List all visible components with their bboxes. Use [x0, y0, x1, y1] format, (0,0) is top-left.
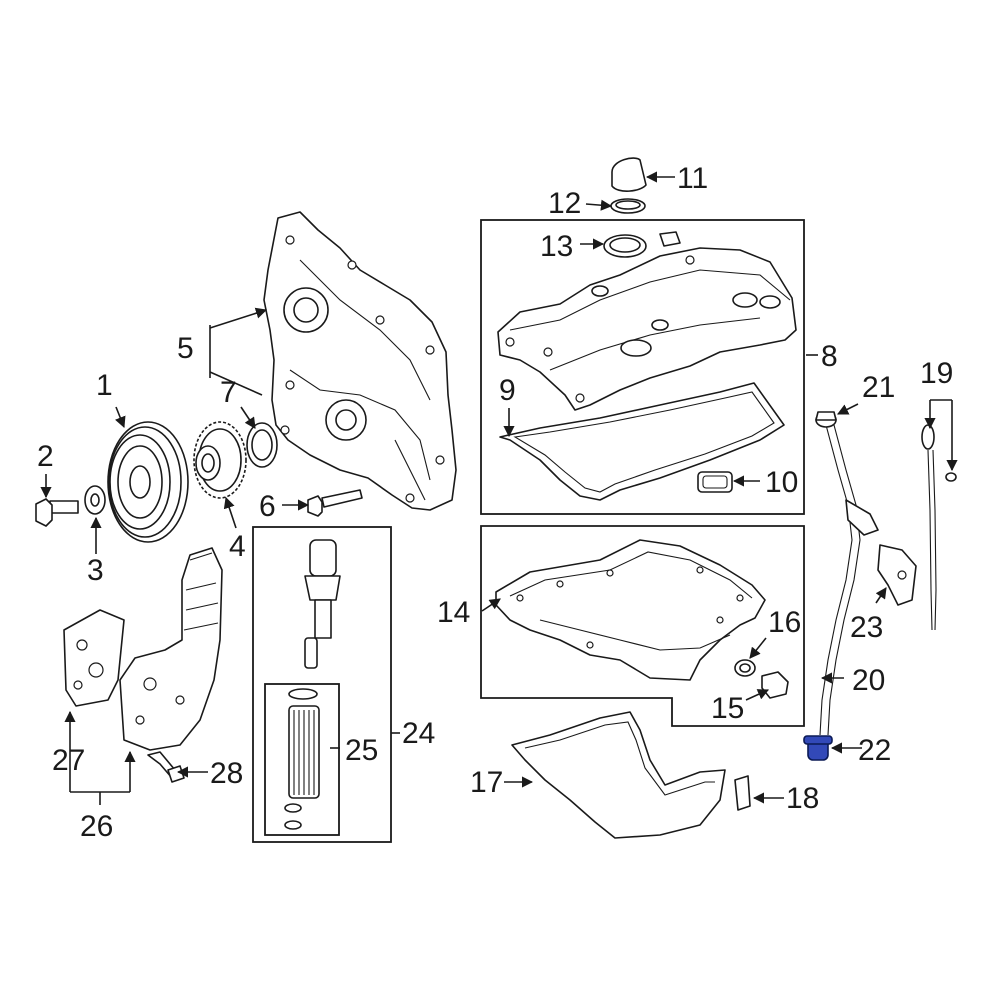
cover-bolt[interactable] [307, 489, 363, 517]
callout-18: 18 [786, 782, 819, 815]
callout-22: 22 [858, 734, 891, 767]
valve-cover-gasket[interactable] [499, 382, 785, 501]
valve-cover[interactable] [497, 247, 797, 411]
callout-8: 8 [821, 340, 838, 373]
dipstick[interactable] [921, 424, 957, 631]
oil-pan-bracket[interactable] [734, 775, 751, 811]
callout-6: 6 [259, 490, 276, 523]
callout-7: 7 [220, 376, 237, 409]
oil-pan-group-box [480, 525, 805, 727]
callout-16: 16 [768, 606, 801, 639]
callout-10: 10 [765, 466, 798, 499]
oil-filter-group-box [252, 526, 392, 843]
callout-2: 2 [37, 440, 54, 473]
oil-filter-housing[interactable] [119, 547, 223, 751]
callout-23: 23 [850, 611, 883, 644]
callout-5: 5 [177, 332, 194, 365]
crank-sprocket[interactable] [193, 421, 247, 499]
housing-gasket[interactable] [63, 609, 125, 707]
valve-cover-group-box [480, 219, 805, 515]
callout-24: 24 [402, 717, 435, 750]
grommet[interactable] [659, 231, 681, 247]
oil-filter-element[interactable] [284, 688, 320, 830]
oil-filler-cap[interactable] [611, 157, 647, 192]
callout-1: 1 [96, 369, 113, 402]
pulley-washer[interactable] [84, 485, 106, 515]
dipstick-tube-cap[interactable] [815, 411, 837, 428]
housing-bolt[interactable] [147, 751, 185, 783]
upper-oil-pan[interactable] [495, 539, 766, 681]
lower-oil-pan[interactable] [511, 711, 726, 839]
pulley-bolt[interactable] [35, 498, 79, 527]
filler-cap-seal[interactable] [610, 198, 646, 214]
callout-20: 20 [852, 664, 885, 697]
timing-cover[interactable] [263, 211, 457, 511]
dipstick-bracket[interactable] [877, 544, 917, 606]
callout-9: 9 [499, 374, 516, 407]
callout-19: 19 [920, 357, 953, 390]
filter-element-box [264, 683, 340, 836]
callout-17: 17 [470, 766, 503, 799]
valve-cover-seal[interactable] [603, 234, 647, 258]
dipstick-tube[interactable] [819, 424, 879, 736]
drain-plug[interactable] [761, 671, 789, 699]
callout-14: 14 [437, 596, 470, 629]
callout-13: 13 [540, 230, 573, 263]
leader-lines [40, 171, 958, 805]
callout-3: 3 [87, 554, 104, 587]
crankshaft-pulley[interactable] [107, 421, 189, 543]
small-gasket[interactable] [697, 471, 733, 493]
drain-plug-washer[interactable] [734, 659, 756, 677]
callout-15: 15 [711, 692, 744, 725]
dipstick-tube-grommet[interactable] [803, 735, 833, 761]
callout-12: 12 [548, 187, 581, 220]
callout-28: 28 [210, 757, 243, 790]
callout-21: 21 [862, 371, 895, 404]
oil-filter-cap[interactable] [304, 539, 341, 669]
callout-25: 25 [345, 734, 378, 767]
callout-27: 27 [52, 744, 85, 777]
front-seal[interactable] [246, 422, 278, 468]
callout-labels: 1 2 3 4 5 6 7 8 9 10 11 12 13 14 15 16 1… [37, 162, 953, 843]
callout-11: 11 [677, 162, 708, 195]
callout-26: 26 [80, 810, 113, 843]
callout-4: 4 [229, 530, 246, 563]
